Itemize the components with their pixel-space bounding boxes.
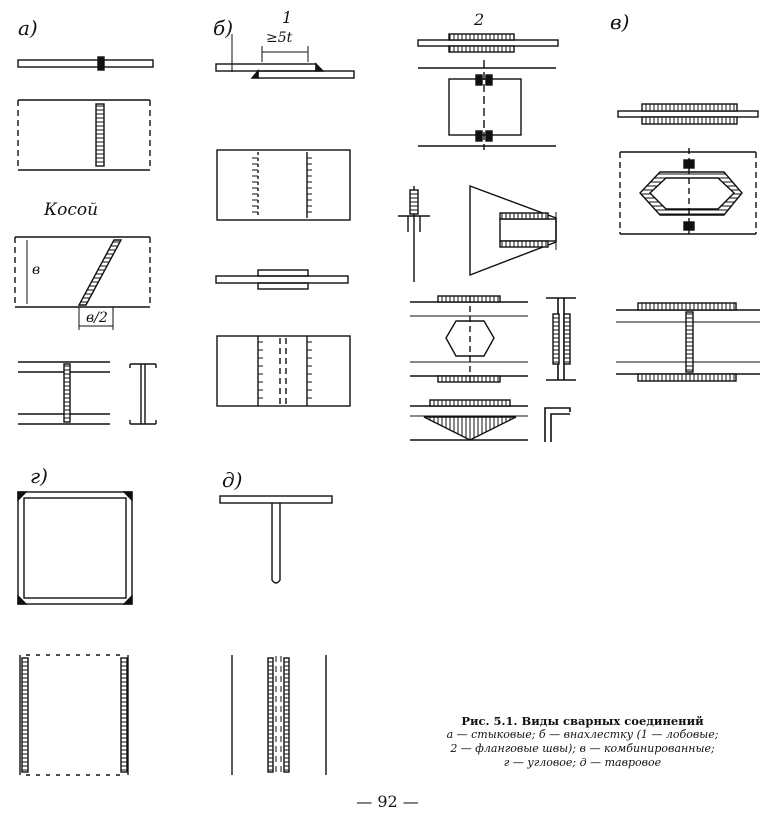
flank-joint-plan	[418, 60, 556, 150]
caption-title: Рис. 5.1. Виды сварных соединений	[461, 714, 704, 728]
figure-caption: Рис. 5.1. Виды сварных соединений а — ст…	[405, 714, 760, 770]
combined-ibeam-joint	[616, 302, 760, 382]
label-g: г)	[30, 464, 48, 488]
butt-joint-section	[17, 56, 154, 71]
lap-joint-frontal-section	[215, 34, 355, 79]
oblique-butt-joint	[14, 236, 151, 330]
label-b-dim: в	[32, 262, 41, 278]
caption-line-2: 2 — фланговые швы); в — комбинированные;	[450, 742, 715, 755]
label-b: б)	[213, 16, 234, 40]
ibeam-combined-joint	[410, 295, 576, 384]
tee-joint-plan	[231, 655, 327, 775]
gusset-plate	[469, 184, 557, 277]
lap-joint-flank-plan	[216, 335, 351, 407]
page-number: — 92 —	[356, 792, 419, 811]
flank-joint-section	[417, 33, 559, 53]
channel-combined-joint	[410, 399, 571, 442]
combined-joint-section	[617, 103, 759, 125]
lap-joint-frontal-plan	[216, 149, 351, 221]
lap-joint-flank-section	[215, 269, 349, 290]
label-dim-5t: ≥5t	[266, 30, 293, 46]
label-v: в)	[610, 10, 630, 34]
combined-joint-plan	[619, 148, 757, 238]
caption-line-1: а — стыковые; б — внахлестку (1 — лобовы…	[446, 728, 719, 741]
label-a: а)	[18, 16, 38, 40]
gusset-tee-section	[398, 186, 430, 282]
label-d: д)	[222, 468, 243, 492]
butt-joint-plan	[17, 99, 151, 171]
corner-joint-plan	[19, 654, 129, 776]
tee-joint-section	[219, 495, 333, 584]
label-one: 1	[282, 8, 293, 27]
label-kosoy: Косой	[44, 200, 99, 220]
label-b-half: в/2	[86, 310, 108, 326]
caption-line-3: г — угловое; д — тавровое	[503, 756, 662, 769]
label-two: 2	[474, 10, 485, 29]
butt-joint-ibeam	[18, 361, 157, 425]
corner-joint-section	[17, 491, 133, 605]
